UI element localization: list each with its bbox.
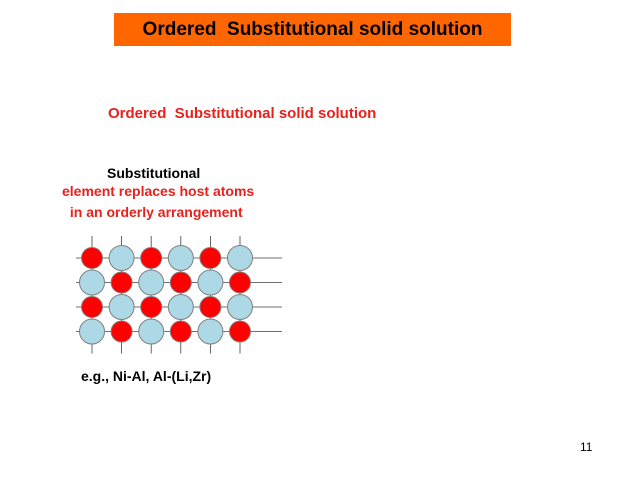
host-atom — [227, 245, 253, 271]
solute-atom — [169, 271, 192, 294]
host-atom — [227, 294, 253, 320]
host-atom — [167, 245, 194, 271]
host-atom — [167, 294, 194, 320]
solute-atom — [81, 296, 103, 318]
host-atom — [79, 269, 105, 296]
host-atom — [79, 318, 105, 345]
solute-atom — [169, 320, 192, 343]
description-line-2: element replaces host atoms — [62, 183, 255, 199]
solute-atom — [110, 271, 133, 294]
solute-atom — [81, 247, 103, 269]
host-atom — [138, 318, 165, 345]
solute-atom — [229, 320, 251, 343]
description-line-1: Substitutional — [107, 165, 201, 181]
host-atom — [108, 245, 135, 271]
solute-atom — [199, 296, 222, 318]
lattice-atoms — [79, 245, 253, 345]
host-atom — [108, 294, 135, 320]
solute-atom — [229, 271, 251, 294]
solute-atom — [140, 247, 163, 269]
host-atom — [197, 269, 224, 296]
page-number: 11 — [580, 440, 593, 454]
solute-atom — [110, 320, 133, 343]
host-atom — [197, 318, 224, 345]
slide-subtitle: Ordered Substitutional solid solution — [108, 105, 377, 122]
solute-atom — [140, 296, 163, 318]
description-line-3: in an orderly arrangement — [66, 204, 243, 220]
alloy-examples: e.g., Ni-Al, Al-(Li,Zr) — [81, 368, 212, 384]
slide-title-banner: Ordered Substitutional solid solution — [114, 13, 511, 46]
solute-atom — [199, 247, 222, 269]
host-atom — [138, 269, 165, 296]
